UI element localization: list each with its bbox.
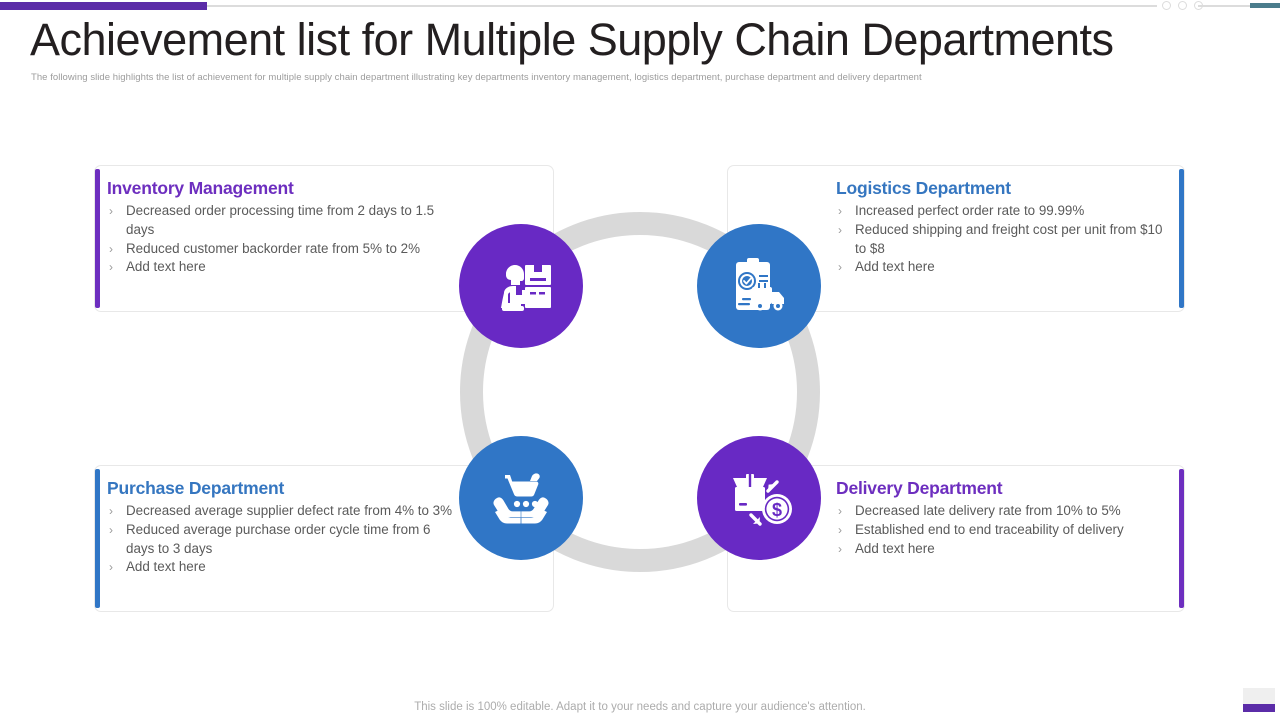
list-item: › Established end to end traceability of… [836,521,1136,540]
card-title: Purchase Department [107,478,285,498]
list-item-text: Established end to end traceability of d… [855,521,1124,537]
chevron-right-icon: › [838,541,842,556]
card-bullet-list: › Decreased late delivery rate from 10% … [836,502,1136,558]
chevron-right-icon: › [838,260,842,275]
chevron-right-icon: › [109,560,113,575]
card-inventory-management[interactable]: Inventory Management › Decreased order p… [94,165,554,312]
list-item-text: Add text here [126,559,206,575]
card-accent-bar [95,169,100,308]
chevron-right-icon: › [109,522,113,537]
icon-circle-logistics[interactable] [697,224,821,348]
list-item-text: Add text here [855,259,935,275]
svg-text:$: $ [772,500,782,520]
footer-note: This slide is 100% editable. Adapt it to… [414,701,866,713]
list-item-text: Add text here [855,540,935,556]
top-rule-left [207,5,1157,7]
page-title: Achievement list for Multiple Supply Cha… [30,14,1114,65]
list-item: › Decreased average supplier defect rate… [107,502,457,521]
list-item-text: Increased perfect order rate to 99.99% [855,203,1085,218]
icon-circle-purchase[interactable] [459,436,583,560]
list-item-text: Add text here [126,259,206,275]
card-title: Inventory Management [107,178,294,198]
page-subtitle: The following slide highlights the list … [31,72,922,83]
chevron-right-icon: › [838,204,842,218]
card-title: Logistics Department [836,178,1011,198]
card-bullet-list: › Increased perfect order rate to 99.99%… [836,202,1166,277]
list-item-text: Reduced customer backorder rate from 5% … [126,240,420,256]
logistics-clipboard-truck-icon [736,258,784,311]
chevron-right-icon: › [109,204,113,218]
top-accent-bar-purple [0,2,207,10]
card-title: Delivery Department [836,478,1003,498]
list-item: › Increased perfect order rate to 99.99% [836,202,1166,221]
list-item-text: Decreased order processing time from 2 d… [126,203,435,237]
chevron-right-icon: › [838,522,842,537]
inventory-worker-boxes-icon [501,265,551,311]
chevron-right-icon: › [109,504,113,518]
card-content: Delivery Department › Decreased late del… [836,476,1136,558]
list-item: › Reduced customer backorder rate from 5… [107,240,452,259]
chevron-right-icon: › [109,260,113,275]
icon-circle-delivery[interactable]: $ [697,436,821,560]
card-accent-bar [95,469,100,608]
footer-accent-bar [1243,704,1275,712]
card-content: Logistics Department › Increased perfect… [836,176,1166,277]
top-accent-bar-teal [1250,3,1280,8]
icon-circle-inventory[interactable] [459,224,583,348]
list-item: › Add text here [107,258,452,277]
top-rule-right [1198,5,1250,7]
card-accent-bar [1179,169,1184,308]
card-bullet-list: › Decreased average supplier defect rate… [107,502,457,577]
chevron-right-icon: › [109,241,113,256]
card-bullet-list: › Decreased order processing time from 2… [107,202,452,277]
top-dot-2-icon [1178,1,1187,10]
purchase-hands-cart-icon [493,473,549,524]
list-item-text: Decreased average supplier defect rate f… [126,503,453,518]
chevron-right-icon: › [838,222,842,237]
list-item: › Add text here [836,540,1136,559]
list-item: › Add text here [107,558,457,577]
card-accent-bar [1179,469,1184,608]
chevron-right-icon: › [838,504,842,518]
list-item: › Decreased late delivery rate from 10% … [836,502,1136,521]
list-item: › Reduced shipping and freight cost per … [836,221,1166,259]
delivery-box-money-icon: $ [733,474,792,526]
card-content: Inventory Management › Decreased order p… [107,176,452,277]
list-item: › Reduced average purchase order cycle t… [107,521,457,559]
list-item-text: Reduced average purchase order cycle tim… [126,521,431,556]
top-dot-1-icon [1162,1,1171,10]
list-item: › Decreased order processing time from 2… [107,202,452,240]
list-item-text: Decreased late delivery rate from 10% to… [855,503,1121,518]
list-item: › Add text here [836,258,1166,277]
list-item-text: Reduced shipping and freight cost per un… [855,221,1163,256]
card-content: Purchase Department › Decreased average … [107,476,457,577]
